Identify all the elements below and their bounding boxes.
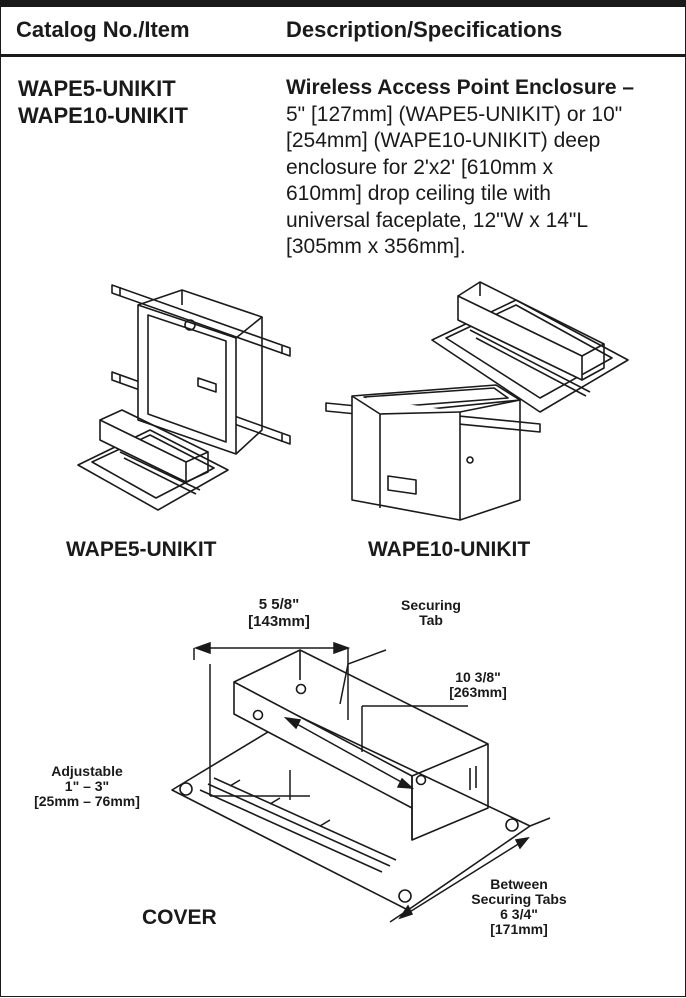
catalog-item-wape10: WAPE10-UNIKIT xyxy=(18,103,188,128)
description-line: universal faceplate, 12"W x 14"L xyxy=(286,208,589,232)
description-line: 610mm] drop ceiling tile with xyxy=(286,182,551,205)
catalog-item-wape5: WAPE5-UNIKIT xyxy=(18,76,176,101)
description-line: [305mm x 356mm]. xyxy=(286,235,466,258)
description-title: Wireless Access Point Enclosure – xyxy=(286,76,635,99)
description: Wireless Access Point Enclosure – 5" [12… xyxy=(286,75,672,261)
header-rule xyxy=(0,54,686,57)
top-bar xyxy=(0,0,686,7)
caption-wape10: WAPE10-UNIKIT xyxy=(368,538,531,561)
dim-length: 10 3/8"[263mm] xyxy=(449,669,507,700)
caption-wape5: WAPE5-UNIKIT xyxy=(66,538,217,561)
dim-width-top: 5 5/8"[143mm] xyxy=(248,596,310,630)
catalog-items: WAPE5-UNIKIT WAPE10-UNIKIT xyxy=(18,75,188,129)
cover-detail-illustration xyxy=(171,649,531,911)
description-line: enclosure for 2'x2' [610mm x xyxy=(286,155,554,179)
description-line: 5" [127mm] (WAPE5-UNIKIT) or 10" xyxy=(286,102,623,126)
wape5-enclosure-illustration xyxy=(111,284,291,455)
dimension-lines xyxy=(193,641,551,923)
header-catalog: Catalog No./Item xyxy=(16,17,190,42)
header-description: Description/Specifications xyxy=(286,17,563,42)
wape10-cover-illustration xyxy=(431,281,629,413)
wape10-enclosure-illustration xyxy=(325,384,541,521)
caption-cover: COVER xyxy=(142,906,217,929)
description-line: [254mm] (WAPE10-UNIKIT) deep xyxy=(286,129,601,152)
wape5-cover-illustration xyxy=(77,409,229,511)
